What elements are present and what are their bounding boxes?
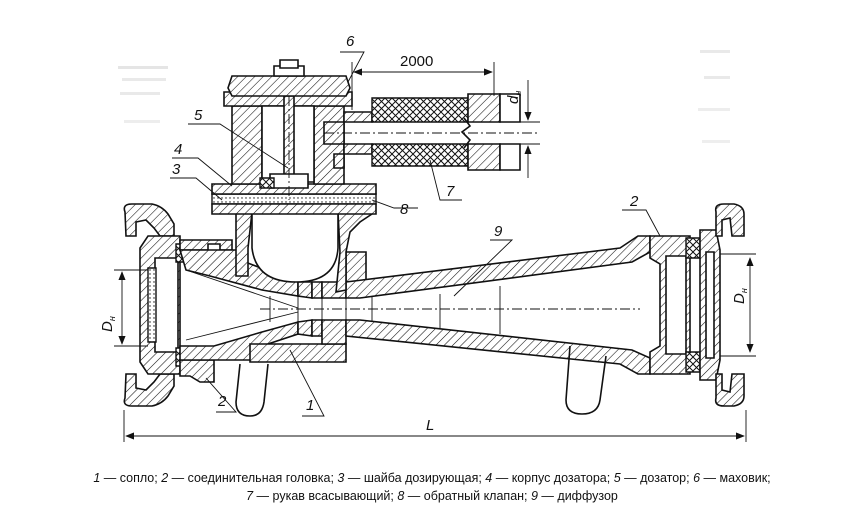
callout-7: 7: [446, 183, 455, 200]
handwheel: [227, 59, 351, 97]
right-coupling-head: [649, 203, 745, 407]
legend-text: — диффузор: [537, 489, 618, 503]
callout-4: 4: [174, 141, 182, 158]
dim-outer-diameter-left: Dн: [99, 316, 117, 332]
legend-text: — маховик;: [700, 471, 771, 485]
legend-number: 1: [93, 471, 101, 485]
legend-text: — обратный клапан;: [404, 489, 531, 503]
callout-8: 8: [400, 201, 409, 218]
mixer-body: [178, 249, 367, 363]
callout-3: 3: [172, 161, 181, 178]
dimension-lines: [114, 62, 756, 442]
left-coupling-head: [123, 203, 233, 407]
legend-line-1: 1 — сопло; 2 — соединительная головка; 3…: [0, 469, 864, 487]
legend-line-2: 7 — рукав всасывающий; 8 — обратный клап…: [0, 487, 864, 505]
dim-inner-diameter: dн: [505, 91, 523, 104]
legend-text: — дозатор;: [620, 471, 694, 485]
legend-number: 7: [246, 489, 254, 503]
foam-mixer-drawing: 1 2 2 3 4 5 6 7 8 9 2000 L Dн Dн dн: [99, 33, 756, 442]
callout-1: 1: [306, 397, 314, 414]
callout-5: 5: [194, 107, 203, 124]
callout-2-right: 2: [629, 193, 639, 210]
legend-number: 4: [485, 471, 493, 485]
scan-noise: [118, 50, 730, 143]
legend-text: — корпус дозатора;: [492, 471, 614, 485]
legend-number: 5: [613, 471, 621, 485]
callout-labels: 1 2 2 3 4 5 6 7 8 9 2000 L Dн Dн dн: [99, 33, 749, 434]
dim-outer-diameter-right: Dн: [731, 288, 749, 304]
leader-lines: [170, 51, 661, 417]
callout-6: 6: [346, 33, 355, 50]
legend-number: 3: [337, 471, 345, 485]
legend-text: — сопло;: [100, 471, 162, 485]
legend-number: 8: [397, 489, 405, 503]
legend-number: 9: [531, 489, 538, 503]
callout-9: 9: [494, 223, 503, 240]
figure-legend: 1 — сопло; 2 — соединительная головка; 3…: [0, 469, 864, 505]
legend-text: — шайба дозирующая;: [344, 471, 486, 485]
legend-text: — соединительная головка;: [168, 471, 338, 485]
dim-hose-length: 2000: [400, 53, 433, 70]
legend-text: — рукав всасывающий;: [253, 489, 398, 503]
legend-number: 6: [693, 471, 701, 485]
dim-length-L: L: [426, 417, 434, 434]
diffuser: [260, 235, 651, 375]
legend-number: 2: [161, 471, 169, 485]
support-legs: [235, 345, 607, 417]
suction-hose: [323, 93, 540, 171]
callout-2-left: 2: [217, 393, 227, 410]
